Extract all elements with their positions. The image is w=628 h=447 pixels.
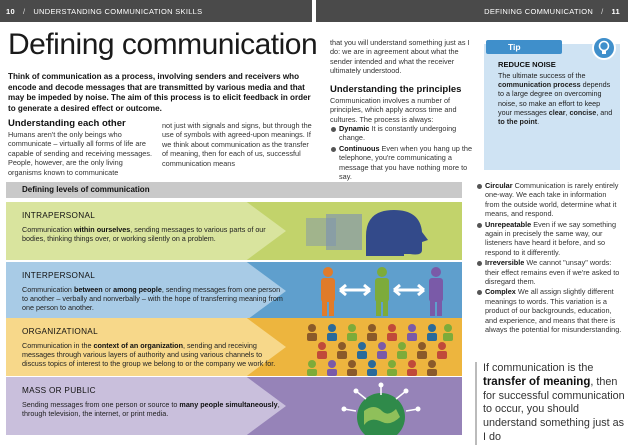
each-other-heading: Understanding each other [8, 118, 126, 129]
left-section-title: UNDERSTANDING COMMUNICATION SKILLS [33, 6, 203, 16]
principles-intro: Communication involves a number of princ… [330, 96, 457, 124]
band-arrow [6, 262, 286, 320]
intro-paragraph: Think of communication as a process, inv… [8, 72, 311, 113]
col3-continuation: that you will understand something just … [330, 38, 470, 76]
people-exchange-icon [321, 267, 443, 316]
head-silhouette-icon [306, 210, 428, 256]
list-item: Circular Communication is rarely entirel… [476, 181, 622, 219]
crowd-icon [307, 324, 453, 376]
mass-public-band: MASS OR PUBLIC Sending messages from one… [6, 377, 462, 435]
right-page-header: DEFINING COMMUNICATION / 11 [316, 0, 628, 22]
band-label: ORGANIZATIONAL [22, 327, 98, 336]
interpersonal-band: INTERPERSONAL Communication between or a… [6, 262, 462, 320]
left-page-number: 10 [6, 6, 15, 16]
band-label: INTERPERSONAL [22, 271, 96, 280]
right-page-number: 11 [611, 6, 620, 16]
header-separator: / [22, 6, 26, 16]
pull-quote: If communication is the transfer of mean… [475, 362, 625, 445]
tip-box: Tip REDUCE NOISE The ultimate success of… [484, 36, 620, 170]
left-page-header: 10 / UNDERSTANDING COMMUNICATION SKILLS [0, 0, 312, 22]
band-text: Communication in the context of an organ… [22, 341, 276, 369]
header-separator: / [601, 6, 604, 16]
list-item: Unrepeatable Even if we say something ag… [476, 220, 622, 258]
levels-title: Defining levels of communication [6, 182, 462, 198]
band-label: INTRAPERSONAL [22, 211, 96, 220]
each-other-col2: not just with signals and signs, but thr… [162, 121, 312, 168]
tip-title: REDUCE NOISE [498, 60, 556, 69]
list-item: Continuous Even when you hang up the tel… [330, 144, 478, 182]
list-item: Dynamic It is constantly undergoing chan… [330, 124, 478, 143]
list-item: Irreversible We cannot "unsay" words: th… [476, 258, 622, 286]
organizational-band: ORGANIZATIONAL Communication in the cont… [6, 318, 462, 376]
lightbulb-icon [592, 36, 616, 60]
band-text: Communication between or among people, s… [22, 285, 283, 313]
band-arrow [6, 202, 286, 260]
globe-network-icon [341, 382, 421, 435]
band-text: Communication within ourselves, sending … [22, 225, 266, 244]
band-arrow [6, 318, 286, 376]
intrapersonal-band: INTRAPERSONAL Communication within ourse… [6, 202, 462, 260]
list-item: Complex We all assign slightly different… [476, 287, 622, 334]
each-other-col1: Humans aren't the only beings who commun… [8, 130, 153, 177]
tip-text: The ultimate success of the communicatio… [498, 71, 613, 127]
right-principles-list: Circular Communication is rarely entirel… [476, 181, 622, 336]
band-arrow [6, 377, 286, 435]
right-section-title: DEFINING COMMUNICATION [484, 6, 594, 16]
band-text: Sending messages from one person or sour… [22, 400, 280, 419]
band-label: MASS OR PUBLIC [22, 386, 96, 395]
page-title: Defining communication [8, 28, 318, 61]
principles-heading: Understanding the principles [330, 84, 462, 95]
principles-list: Dynamic It is constantly undergoing chan… [330, 124, 478, 182]
tip-tab: Tip [486, 40, 562, 54]
